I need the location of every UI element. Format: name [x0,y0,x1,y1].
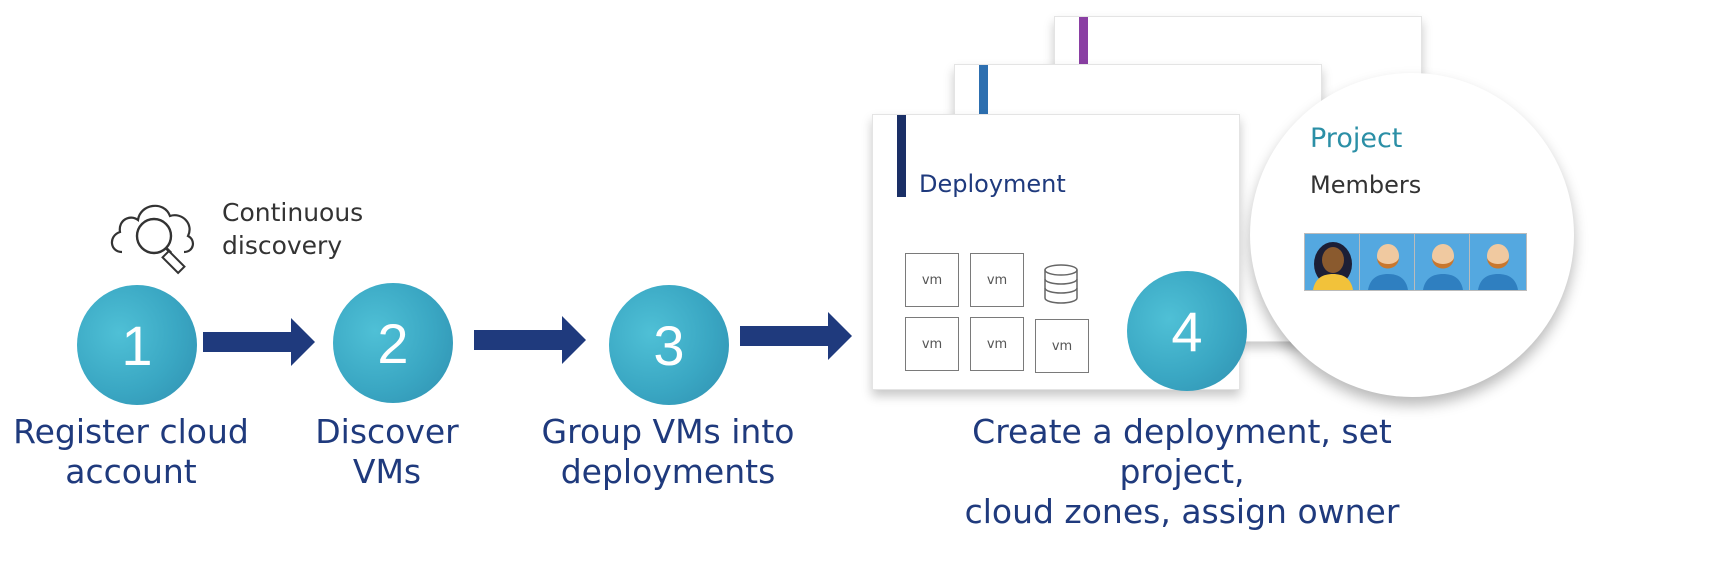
vm-icon: vm [905,253,959,307]
arrow-2-to-3 [474,316,586,364]
cloud-search-icon [110,204,194,275]
card-accent-bar [1079,17,1088,67]
member-avatar-man-1 [1359,233,1417,291]
member-avatar-man-3 [1469,233,1527,291]
step-3-circle: 3 [609,285,729,405]
project-panel: Project Members [1250,73,1574,397]
person-icon [1360,234,1416,290]
step-1-caption: Register cloud account [13,412,249,491]
card-accent-bar [979,65,988,115]
step-4-circle: 4 [1127,271,1247,391]
discovery-label: Continuous discovery [222,198,364,260]
vm-icon: vm [970,253,1024,307]
vm-icon: vm [905,317,959,371]
member-avatar-man-2 [1414,233,1472,291]
person-icon [1470,234,1526,290]
members-label: Members [1310,171,1422,199]
deployment-card-front: Deployment vm vm vm vm vm [872,114,1240,390]
arrow-1-to-2 [203,318,315,366]
step-2-caption: Discover VMs [315,412,459,491]
database-icon [1044,264,1078,304]
member-avatar-woman [1304,233,1362,291]
arrow-3-to-4 [740,312,852,360]
step-2-circle: 2 [333,283,453,403]
vm-icon: vm [970,317,1024,371]
vm-icon: vm [1035,319,1089,373]
person-icon [1415,234,1471,290]
card-accent-bar [897,115,906,197]
deployment-title: Deployment [919,170,1066,198]
step-1-circle: 1 [77,285,197,405]
step-3-caption: Group VMs into deployments [541,412,795,491]
person-icon [1305,234,1361,290]
step-4-caption: Create a deployment, set project, cloud … [964,412,1400,531]
project-title: Project [1310,123,1403,154]
